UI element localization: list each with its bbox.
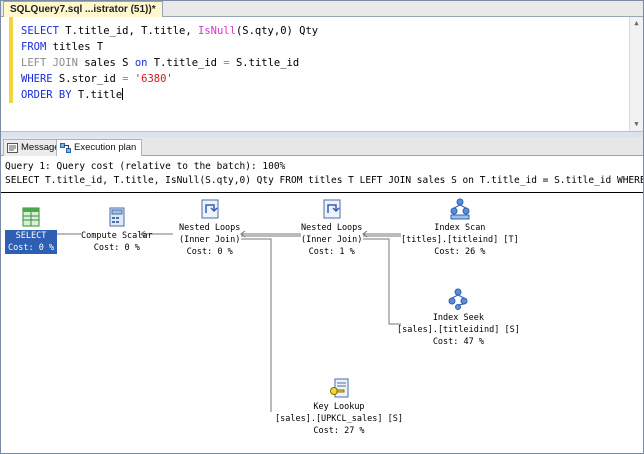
query-document-tab[interactable]: SQLQuery7.sql ...istrator (51))* — [3, 1, 163, 17]
compute-scalar-icon — [109, 207, 125, 227]
code-text: T.title — [71, 89, 123, 101]
function-isnull: IsNull — [198, 25, 236, 37]
keyword-from: FROM — [21, 41, 47, 53]
plan-node-index-seek[interactable]: Index Seek [sales].[titleidind] [S] Cost… — [397, 288, 520, 348]
tab-execution-plan-label: Execution plan — [74, 142, 137, 153]
code-text: S.stor_id — [52, 73, 123, 85]
arrow-indexseek-to-nl2 — [363, 238, 401, 325]
results-splitter[interactable] — [1, 131, 643, 137]
node-operator: Key Lookup — [313, 402, 365, 412]
keyword-select: SELECT — [21, 25, 59, 37]
code-line-1: SELECT T.title_id, T.title, IsNull(S.qty… — [21, 23, 318, 39]
code-text: S.title_id — [229, 57, 300, 69]
sql-code[interactable]: SELECT T.title_id, T.title, IsNull(S.qty… — [21, 23, 318, 103]
nested-loops-icon — [201, 199, 219, 219]
node-object: [sales].[titleidind] [S] — [397, 325, 520, 335]
scroll-up-arrow-icon[interactable]: ▲ — [634, 19, 639, 27]
index-seek-icon — [448, 288, 468, 310]
tab-messages-label: Messages — [21, 142, 65, 153]
result-grid-icon — [22, 207, 40, 227]
plan-query-header: Query 1: Query cost (relative to the bat… — [5, 160, 643, 188]
code-text: titles T — [46, 41, 104, 53]
header-divider — [1, 192, 643, 193]
code-text: (S.qty,0) Qty — [235, 25, 319, 37]
string-literal: '6380' — [128, 73, 173, 85]
node-operator: Compute Scalar — [81, 231, 153, 241]
query-cost-line: Query 1: Query cost (relative to the bat… — [5, 161, 286, 172]
changed-lines-margin — [9, 17, 13, 103]
plan-node-key-lookup[interactable]: Key Lookup [sales].[UPKCL_sales] [S] Cos… — [275, 377, 403, 437]
node-cost: Cost: 0 % — [93, 243, 140, 253]
text-caret — [122, 88, 124, 100]
keyword-on: on — [134, 57, 148, 69]
keyword-order-by: ORDER BY — [21, 89, 72, 101]
code-line-4: WHERE S.stor_id = '6380' — [21, 71, 318, 87]
operator-equals: = — [223, 57, 230, 69]
node-join-type: (Inner Join) — [179, 235, 241, 245]
execution-plan-pane[interactable]: Query 1: Query cost (relative to the bat… — [1, 156, 643, 453]
node-cost: Cost: 26 % — [434, 247, 486, 257]
node-object: [titles].[titleind] [T] — [401, 235, 519, 245]
node-cost: Cost: 1 % — [308, 247, 355, 257]
scroll-down-arrow-icon[interactable]: ▼ — [634, 120, 639, 128]
execution-plan-icon — [60, 143, 71, 153]
arrow-keylookup-to-nl1 — [241, 238, 272, 412]
node-cost: Cost: 47 % — [432, 337, 484, 347]
operator-equals: = — [122, 73, 129, 85]
messages-icon — [7, 143, 18, 153]
plan-node-select[interactable]: SELECT Cost: 0 % — [5, 206, 58, 254]
key-lookup-icon — [329, 378, 349, 398]
plan-arrows — [48, 230, 401, 412]
node-operator: Nested Loops — [301, 223, 363, 233]
node-operator: SELECT — [5, 230, 58, 242]
index-scan-icon — [450, 198, 470, 220]
node-join-type: (Inner Join) — [301, 235, 363, 245]
node-operator: Nested Loops — [179, 223, 241, 233]
keyword-left-join: LEFT JOIN — [21, 57, 78, 69]
tab-execution-plan[interactable]: Execution plan — [56, 139, 143, 157]
plan-node-nested-loops-1[interactable]: Nested Loops (Inner Join) Cost: 0 % — [179, 198, 240, 258]
query-text-line: SELECT T.title_id, T.title, IsNull(S.qty… — [5, 175, 643, 186]
plan-node-compute-scalar[interactable]: Compute Scalar Cost: 0 % — [81, 206, 153, 254]
node-cost: Cost: 27 % — [313, 426, 365, 436]
code-line-5: ORDER BY T.title — [21, 87, 318, 103]
tab-messages[interactable]: Messages — [3, 139, 71, 156]
code-line-2: FROM titles T — [21, 39, 318, 55]
query-editor[interactable]: SELECT T.title_id, T.title, IsNull(S.qty… — [1, 17, 643, 131]
plan-node-nested-loops-2[interactable]: Nested Loops (Inner Join) Cost: 1 % — [301, 198, 362, 258]
node-operator: Index Scan — [434, 223, 486, 233]
nested-loops-icon — [323, 199, 341, 219]
node-object: [sales].[UPKCL_sales] [S] — [275, 414, 403, 424]
code-text: T.title_id — [147, 57, 224, 69]
plan-node-index-scan[interactable]: Index Scan [titles].[titleind] [T] Cost:… — [401, 198, 519, 258]
arrowhead — [140, 230, 146, 238]
document-tab-strip: SQLQuery7.sql ...istrator (51))* — [1, 1, 643, 17]
code-text: sales S — [77, 57, 135, 69]
editor-vertical-scrollbar[interactable]: ▲ ▼ — [629, 17, 643, 131]
results-tab-strip: Messages Execution plan — [1, 137, 643, 157]
keyword-where: WHERE — [21, 73, 53, 85]
node-cost: Cost: 0 % — [5, 242, 58, 254]
node-operator: Index Seek — [432, 313, 484, 323]
code-line-3: LEFT JOIN sales S on T.title_id = S.titl… — [21, 55, 318, 71]
code-text: T.title_id, T.title, — [58, 25, 199, 37]
node-cost: Cost: 0 % — [186, 247, 233, 257]
